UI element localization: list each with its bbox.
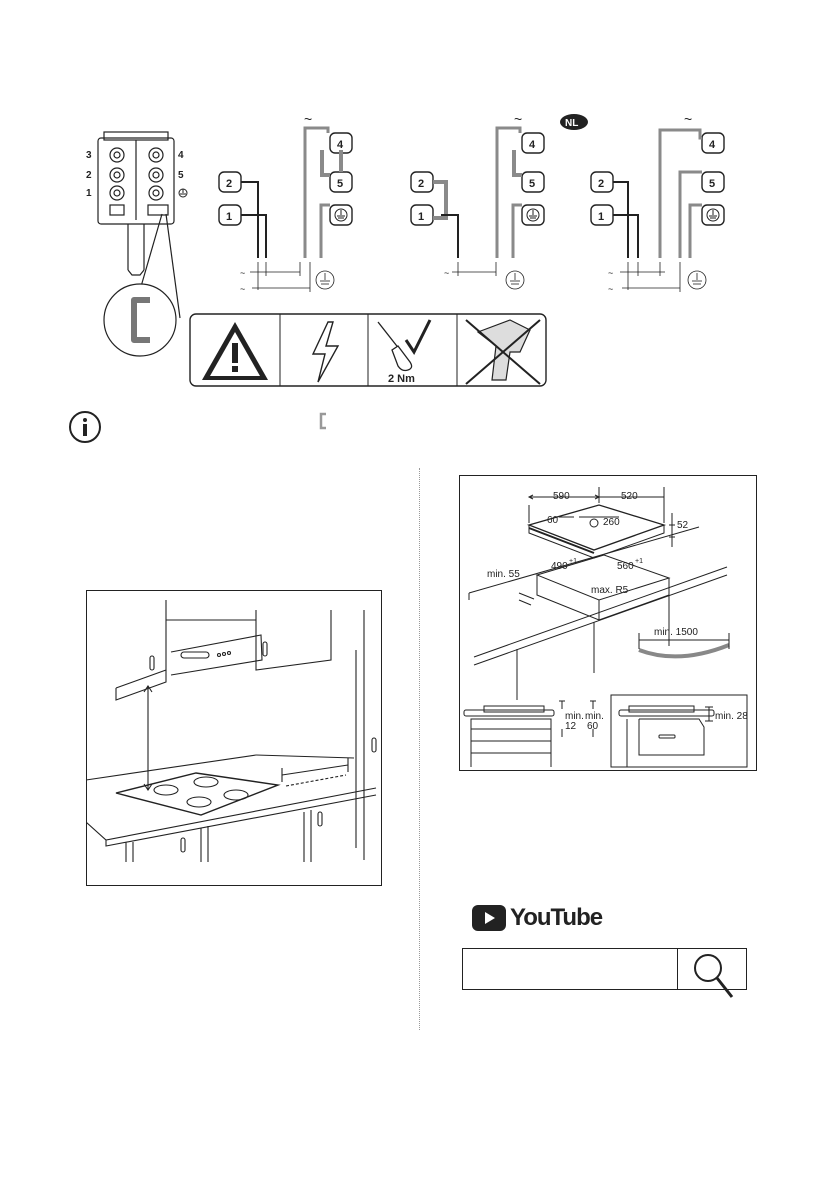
terminal-label-2: 2 <box>86 170 92 181</box>
dim-min-c: min. 28 <box>715 711 748 722</box>
dim-radius: max. R5 <box>591 585 629 596</box>
svg-text:1: 1 <box>226 211 232 223</box>
dim-cutout-width-tol: +1 <box>569 558 577 565</box>
dim-cutout-depth: 560 <box>617 561 634 572</box>
dim-cutout-width: 490 <box>551 561 568 572</box>
svg-text:~: ~ <box>240 284 245 294</box>
youtube-play-icon <box>472 905 506 931</box>
svg-text:~: ~ <box>444 268 449 278</box>
dim-min-b-label: min. <box>585 711 604 722</box>
svg-text:1: 1 <box>418 211 424 223</box>
svg-text:2: 2 <box>418 178 424 190</box>
warning-triangle-icon <box>202 322 268 380</box>
svg-text:NL: NL <box>565 118 578 129</box>
search-button[interactable] <box>677 949 746 998</box>
dim-min-front: min. 55 <box>487 569 520 580</box>
youtube-search-box[interactable] <box>462 948 747 998</box>
wiring-scheme-1: 4 5 2 1 ~ ~ ~ <box>218 111 353 294</box>
dim-offset-a: 60 <box>547 515 559 526</box>
svg-text:5: 5 <box>709 178 715 190</box>
svg-text:~: ~ <box>304 111 312 127</box>
dim-hob-width: 590 <box>553 491 570 502</box>
svg-text:~: ~ <box>684 111 692 127</box>
lightning-icon <box>311 321 340 383</box>
no-drill-icon <box>465 319 541 385</box>
dim-min-b-value: 60 <box>587 721 599 732</box>
earth-icon <box>706 208 720 222</box>
dim-min-a-label: min. <box>565 711 584 722</box>
terminal-label-3: 3 <box>86 150 92 161</box>
terminal-label-4: 4 <box>178 150 184 161</box>
svg-text:~: ~ <box>608 284 613 294</box>
dim-hob-height: 52 <box>677 520 689 531</box>
dim-cable-length: min. 1500 <box>654 627 698 638</box>
dim-cutout-depth-tol: +1 <box>635 558 643 565</box>
svg-text:4: 4 <box>709 139 716 151</box>
terminal-block <box>97 131 175 276</box>
svg-text:2: 2 <box>226 178 232 190</box>
terminal-earth-icon <box>178 188 188 198</box>
kitchen-clearance-diagram <box>86 590 382 886</box>
cutout-dimension-diagram: 590 520 60 260 52 490 +1 560 +1 min. 55 … <box>459 475 757 771</box>
wiring-scheme-2: 4 5 2 1 ~ NL ~ <box>410 111 588 290</box>
safety-icon-panel: 2 Nm <box>189 313 547 387</box>
region-badge: NL <box>560 114 588 130</box>
svg-text:5: 5 <box>529 178 535 190</box>
dim-min-a-value: 12 <box>565 721 577 732</box>
svg-text:5: 5 <box>337 178 343 190</box>
earth-icon <box>526 208 540 222</box>
wiring-scheme-3: 4 5 2 1 ~ ~ ~ <box>590 111 725 294</box>
svg-text:4: 4 <box>529 139 536 151</box>
svg-text:~: ~ <box>514 111 522 127</box>
terminal-label-1: 1 <box>86 188 92 199</box>
screwdriver-check-icon <box>377 319 432 372</box>
column-divider <box>419 468 420 1030</box>
svg-text:~: ~ <box>240 268 245 278</box>
wiring-diagram: 3 2 1 4 5 4 5 2 1 ~ <box>86 111 725 387</box>
dim-offset-b: 260 <box>603 517 620 528</box>
bridge-zoom <box>103 213 181 357</box>
svg-text:4: 4 <box>337 139 344 151</box>
search-input[interactable] <box>467 953 676 987</box>
youtube-wordmark: YouTube <box>510 904 603 931</box>
youtube-logo: YouTube <box>472 902 603 934</box>
torque-label: 2 Nm <box>388 373 415 385</box>
svg-text:~: ~ <box>608 268 613 278</box>
dim-hob-depth: 520 <box>621 491 638 502</box>
bridge-link-icon <box>318 412 328 430</box>
terminal-label-5: 5 <box>178 170 184 181</box>
svg-text:2: 2 <box>598 178 604 190</box>
search-icon <box>694 954 734 998</box>
svg-text:1: 1 <box>598 211 604 223</box>
earth-icon <box>334 208 348 222</box>
info-icon <box>68 410 102 444</box>
